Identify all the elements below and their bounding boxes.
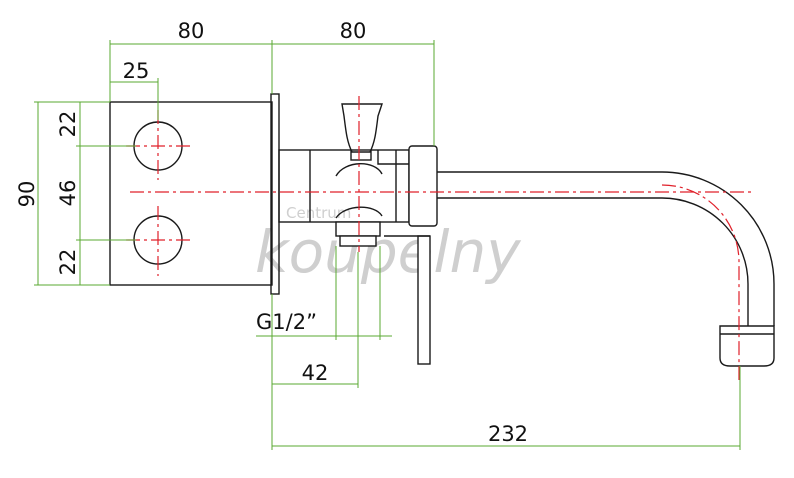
dimension-labels: 80 80 25 90 22 46 22 G1/2” 42 232 [15, 19, 528, 446]
dimension-lines [34, 40, 741, 450]
mixer-body [278, 145, 438, 227]
lever-blade [417, 235, 431, 365]
spout-collar [408, 145, 438, 227]
label-thread: G1/2” [256, 310, 317, 334]
spout-inner-edge [437, 197, 749, 326]
center-lines [126, 96, 752, 380]
watermark-large: koupelny [255, 218, 521, 286]
outlet-nut [335, 221, 381, 237]
label-top-right-width: 80 [340, 19, 367, 43]
handle [341, 103, 383, 161]
lever-plate [384, 235, 431, 365]
spout-axis [661, 184, 740, 380]
label-hole-spacing: 46 [56, 180, 80, 207]
valve-bottom-curve [335, 206, 383, 219]
label-hole-offset: 25 [123, 59, 150, 83]
watermark: Centrum koupelny [255, 204, 521, 286]
label-outlet-offset: 42 [302, 361, 329, 385]
watermark-small: Centrum [286, 204, 351, 222]
label-lower-edge: 22 [56, 249, 80, 276]
label-spout-reach: 232 [488, 422, 528, 446]
label-total-height: 90 [15, 181, 39, 208]
outlet-connector [335, 221, 381, 247]
wall-plate [109, 93, 280, 295]
label-top-left-width: 80 [178, 19, 205, 43]
handle-knob [341, 103, 383, 153]
spout-aerator [719, 325, 775, 367]
valve-top-curve [335, 163, 383, 177]
outlet-thread [339, 235, 377, 247]
wall-plate-body [109, 101, 273, 286]
spout-outer-edge [437, 171, 775, 326]
handle-stem [350, 149, 372, 161]
lever-base [377, 150, 409, 165]
label-upper-edge: 22 [56, 111, 80, 138]
spout [437, 171, 775, 367]
